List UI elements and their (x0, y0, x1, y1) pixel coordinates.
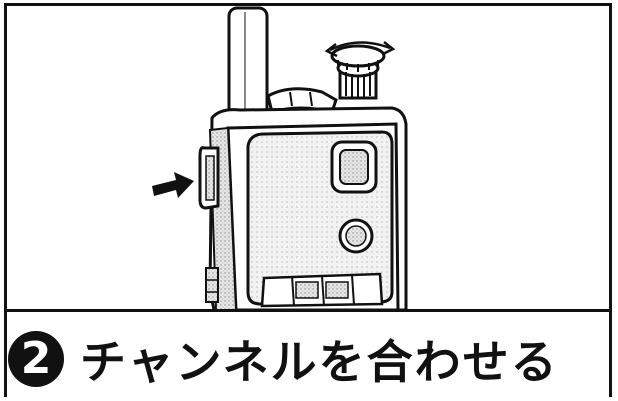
manual-panel (4, 3, 612, 397)
step-instruction: チャンネルを合わせる (80, 335, 559, 389)
arrow-right-icon (152, 172, 194, 198)
step-number-badge: 2 (8, 331, 64, 387)
step-caption: 2 チャンネルを合わせる (8, 326, 559, 392)
handheld-radio-icon (198, 106, 408, 310)
rotary-dial-icon (324, 41, 396, 100)
radio-illustration (152, 6, 408, 310)
caption-divider (4, 309, 612, 312)
